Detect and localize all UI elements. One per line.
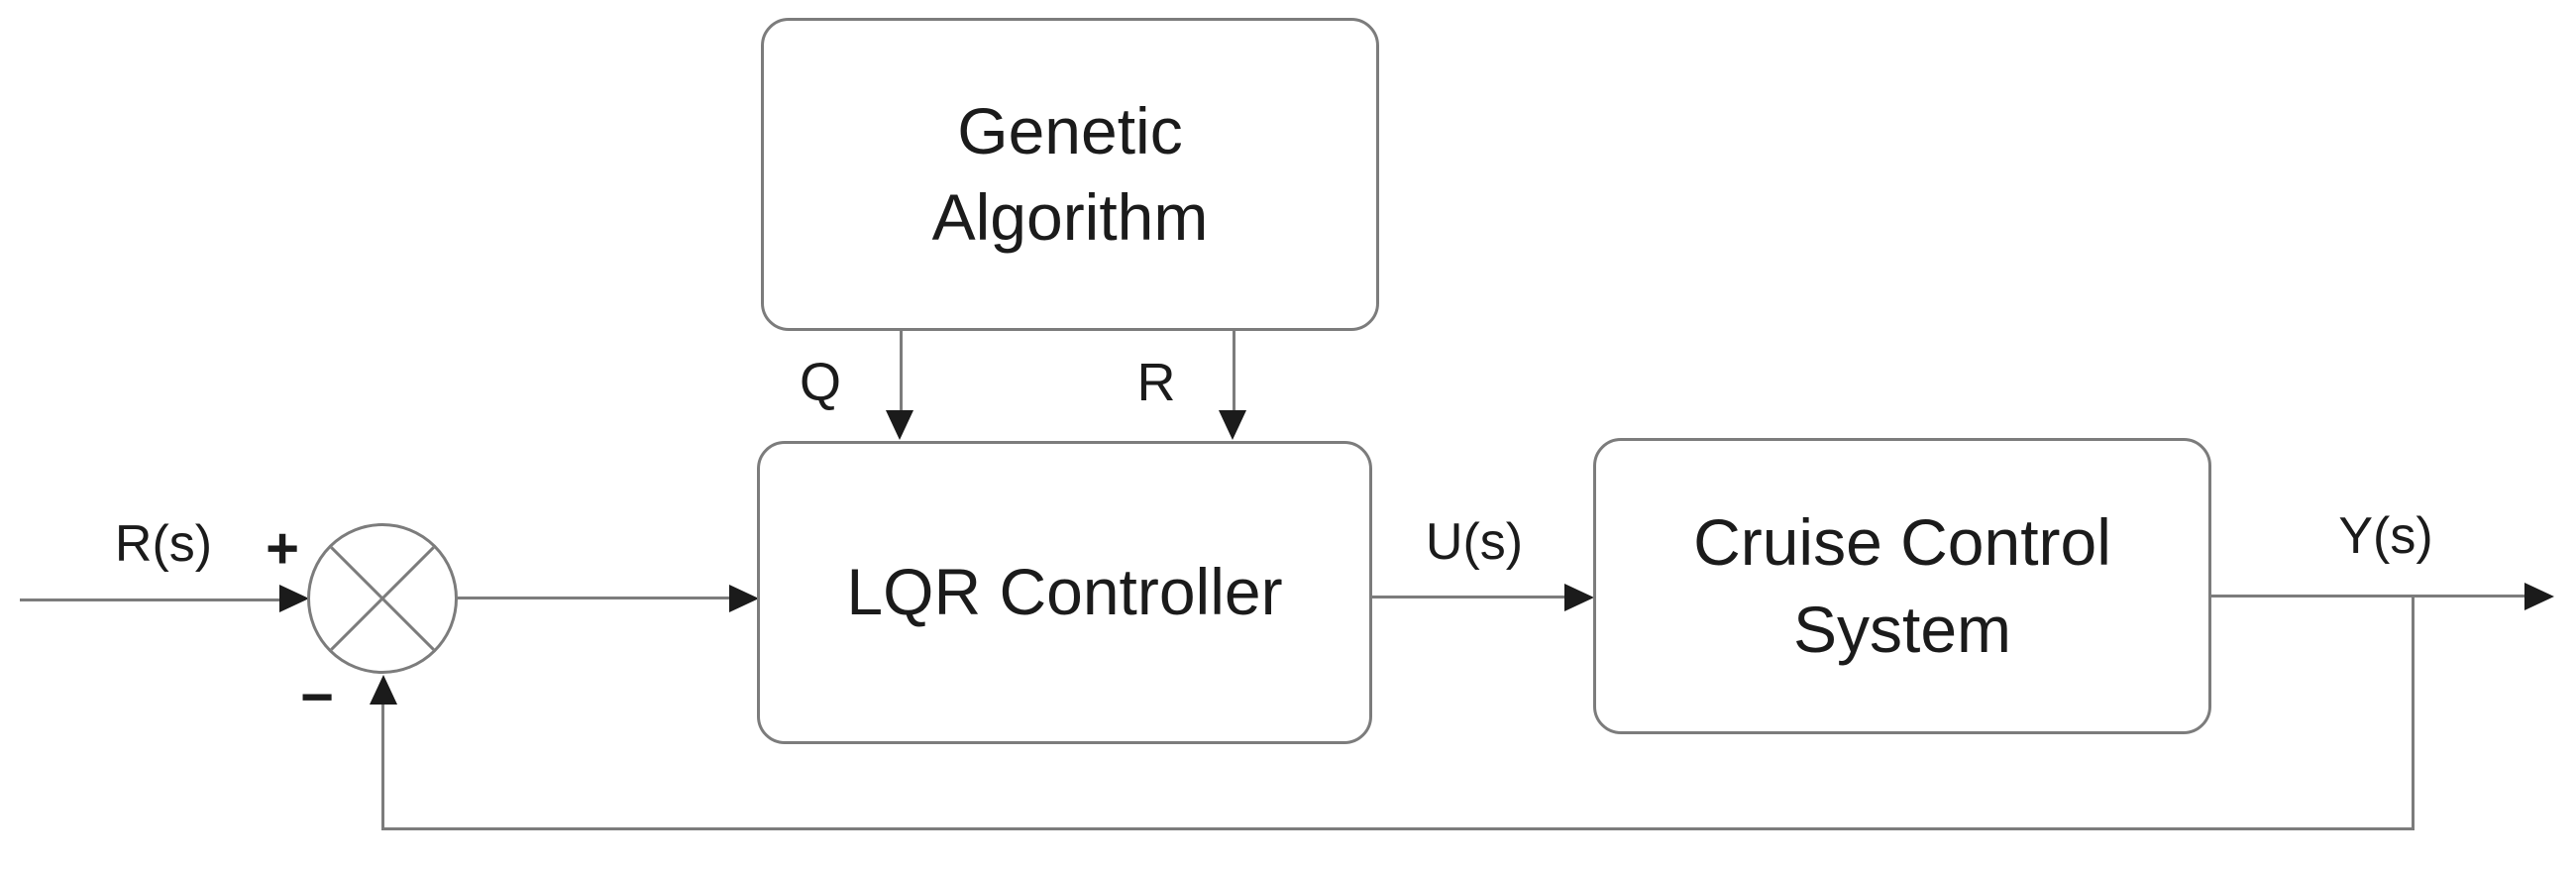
lqr-controller-label: LQR Controller [846,555,1283,629]
minus-sign: − [300,665,334,729]
cruise-control-block: Cruise Control System [1593,438,2211,734]
reference-signal-label: R(s) [114,515,213,573]
output-signal-wire [2211,595,2526,598]
output-signal-label: Y(s) [2338,507,2433,565]
arrowhead-into-cruise-icon [1564,584,1594,611]
r-weight-label: R [1136,353,1176,412]
arrowhead-q-icon [886,410,913,440]
arrowhead-into-lqr-icon [729,585,759,612]
plus-sign: + [266,516,299,581]
genetic-algorithm-label: Genetic Algorithm [931,93,1209,254]
error-signal-wire [458,597,731,599]
control-signal-wire [1372,596,1566,598]
arrowhead-feedback-icon [370,675,397,705]
arrowhead-r-icon [1219,410,1246,440]
lqr-controller-block: LQR Controller [757,441,1372,744]
genetic-algorithm-block: Genetic Algorithm [761,18,1379,331]
control-signal-label: U(s) [1425,513,1524,571]
arrowhead-into-summing-icon [279,585,309,612]
q-weight-wire [900,331,903,412]
feedback-branch-wire [2412,595,2415,829]
summing-junction [307,523,458,674]
arrowhead-output-icon [2524,583,2554,610]
feedback-return-wire [381,702,384,830]
q-weight-label: Q [799,353,841,412]
cruise-control-label: Cruise Control System [1693,505,2111,666]
r-weight-wire [1233,331,1235,412]
reference-input-wire [20,598,281,601]
feedback-bottom-wire [381,827,2415,830]
